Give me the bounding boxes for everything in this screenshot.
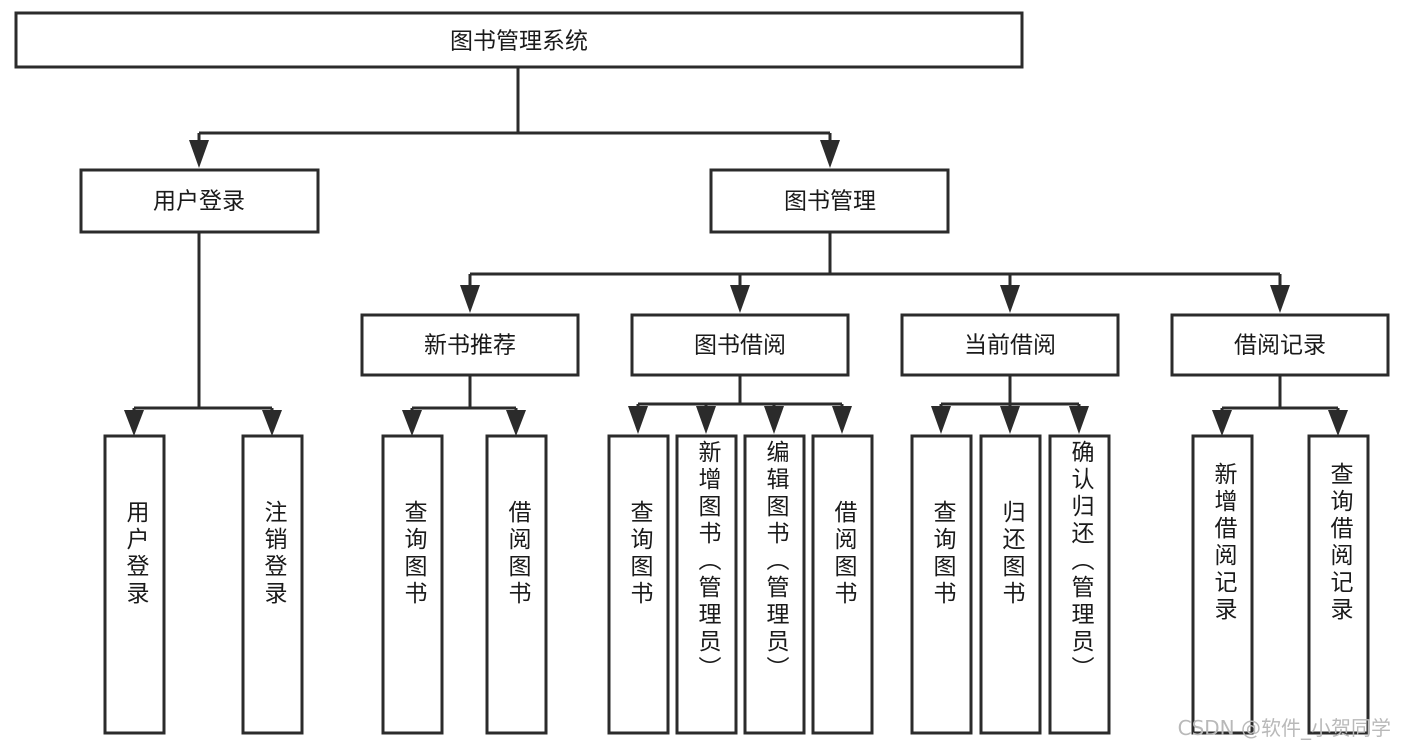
arrowhead-new-book-rec <box>460 285 480 313</box>
leaf-box-leaf-cur-return[interactable] <box>979 434 1042 735</box>
arrowhead-leaf-user-logout <box>262 410 282 436</box>
leaf-box-leaf-cur-query[interactable] <box>910 434 973 735</box>
arrowhead-user-login <box>189 140 209 168</box>
node-root-label: 图书管理系统 <box>450 29 588 55</box>
leaf-box-leaf-borrow-add[interactable] <box>675 434 738 735</box>
node-root-box[interactable] <box>14 11 1024 69</box>
node-new-book-rec[interactable]: 新书推荐 <box>360 313 580 377</box>
arrowhead-leaf-cur-query <box>931 406 951 434</box>
arrowhead-leaf-rec-add <box>1212 410 1232 436</box>
arrowhead-leaf-cur-return <box>1000 406 1020 434</box>
node-user-login-label: 用户登录 <box>153 189 245 215</box>
edges-root-to-level2 <box>189 67 840 168</box>
leaf-box-leaf-borrow-query[interactable] <box>607 434 670 735</box>
edges-user-login-leaves <box>124 232 282 436</box>
node-user-login[interactable]: 用户登录 <box>79 168 320 234</box>
arrowhead-leaf-borrow-lend <box>832 406 852 434</box>
arrowhead-borrow-record <box>1270 285 1290 313</box>
node-book-borrow[interactable]: 图书借阅 <box>630 313 850 377</box>
edges-current-borrow-leaves <box>931 375 1089 434</box>
leaf-box-leaf-borrow-edit[interactable] <box>743 434 806 735</box>
node-borrow-record[interactable]: 借阅记录 <box>1170 313 1390 377</box>
node-new-book-rec-label: 新书推荐 <box>424 333 516 359</box>
node-current-borrow-label: 当前借阅 <box>964 333 1056 359</box>
node-current-borrow-box[interactable] <box>900 313 1120 377</box>
edges-book-manage-to-level3 <box>460 232 1290 313</box>
arrowhead-leaf-borrow-add <box>696 406 716 434</box>
node-borrow-record-box[interactable] <box>1170 313 1390 377</box>
arrowhead-leaf-user-login <box>124 410 144 436</box>
leaf-box-leaf-borrow-lend[interactable] <box>811 434 874 735</box>
arrowhead-leaf-rec-search <box>1328 410 1348 436</box>
node-user-login-box[interactable] <box>79 168 320 234</box>
node-book-manage-label: 图书管理 <box>784 189 876 215</box>
leaf-box-leaf-cur-confirm[interactable] <box>1048 434 1111 735</box>
edges-new-book-rec-leaves <box>402 375 526 436</box>
node-root[interactable]: 图书管理系统 <box>14 11 1024 69</box>
arrowhead-current-borrow <box>1000 285 1020 313</box>
arrowhead-leaf-cur-confirm <box>1069 406 1089 434</box>
edges-book-borrow-leaves <box>628 375 852 434</box>
node-borrow-record-label: 借阅记录 <box>1234 333 1326 359</box>
leaf-box-leaf-rec-search[interactable] <box>1307 434 1370 735</box>
leaf-box-leaf-user-logout[interactable] <box>241 434 304 735</box>
arrowhead-leaf-borrow-query <box>628 406 648 434</box>
arrowhead-leaf-rec-borrow <box>506 410 526 436</box>
node-book-borrow-box[interactable] <box>630 313 850 377</box>
arrowhead-leaf-borrow-edit <box>764 406 784 434</box>
node-book-manage-box[interactable] <box>709 168 950 234</box>
arrowhead-book-borrow <box>730 285 750 313</box>
leaf-box-leaf-rec-borrow[interactable] <box>485 434 548 735</box>
node-book-borrow-label: 图书借阅 <box>694 333 786 359</box>
leaf-box-leaf-rec-add[interactable] <box>1191 434 1254 735</box>
node-book-manage[interactable]: 图书管理 <box>709 168 950 234</box>
leaf-box-leaf-rec-query[interactable] <box>381 434 444 735</box>
csdn-watermark: CSDN @软件_小贺同学 <box>1177 716 1391 740</box>
edges-borrow-record-leaves <box>1212 375 1348 436</box>
arrowhead-leaf-rec-query <box>402 410 422 436</box>
leaf-box-leaf-user-login[interactable] <box>103 434 166 735</box>
node-new-book-rec-box[interactable] <box>360 313 580 377</box>
leaf-boxes <box>103 434 1370 735</box>
arrowhead-book-manage <box>820 140 840 168</box>
node-current-borrow[interactable]: 当前借阅 <box>900 313 1120 377</box>
